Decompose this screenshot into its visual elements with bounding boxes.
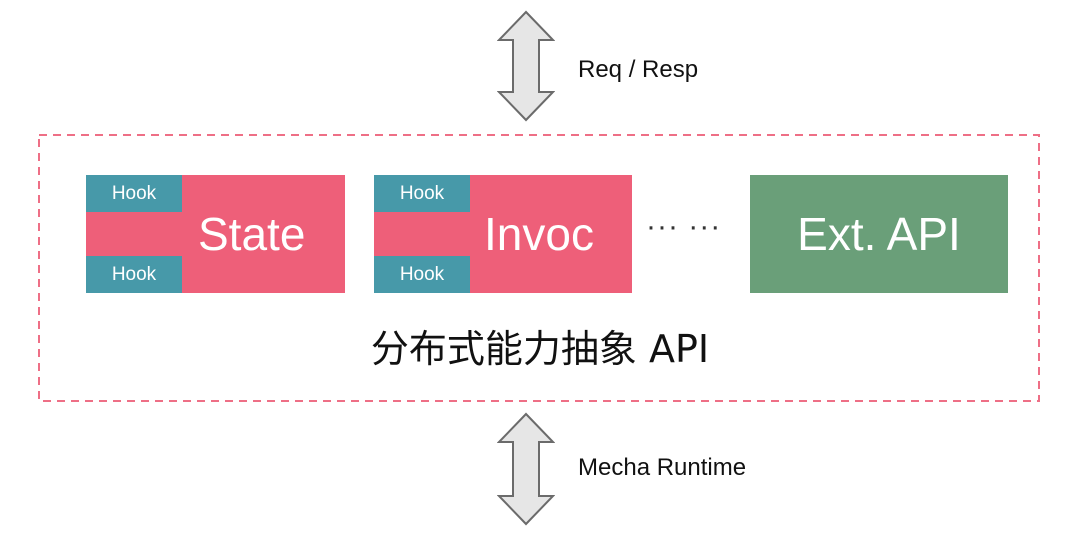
runtime-label: Mecha Runtime bbox=[578, 454, 747, 481]
invoc-block: Hook Hook Invoc bbox=[374, 175, 632, 293]
invoc-title: Invoc bbox=[484, 208, 594, 260]
capability-api-frame bbox=[38, 134, 1040, 402]
invoc-hook-bottom: Hook bbox=[374, 256, 470, 293]
runtime-arrow-icon bbox=[496, 412, 556, 526]
external-api-block: Ext. API bbox=[750, 175, 1008, 293]
external-api-title: Ext. API bbox=[797, 208, 961, 260]
state-title: State bbox=[198, 208, 306, 260]
frame-caption: 分布式能力抽象 API bbox=[370, 327, 710, 371]
state-hook-bottom: Hook bbox=[86, 256, 182, 293]
state-block: Hook Hook State bbox=[86, 175, 345, 293]
more-capabilities-ellipsis: ··· ··· bbox=[646, 210, 722, 243]
request-response-arrow-icon bbox=[496, 10, 556, 122]
state-hook-top: Hook bbox=[86, 175, 182, 212]
invoc-hook-top: Hook bbox=[374, 175, 470, 212]
request-response-label: Req / Resp bbox=[578, 56, 699, 83]
